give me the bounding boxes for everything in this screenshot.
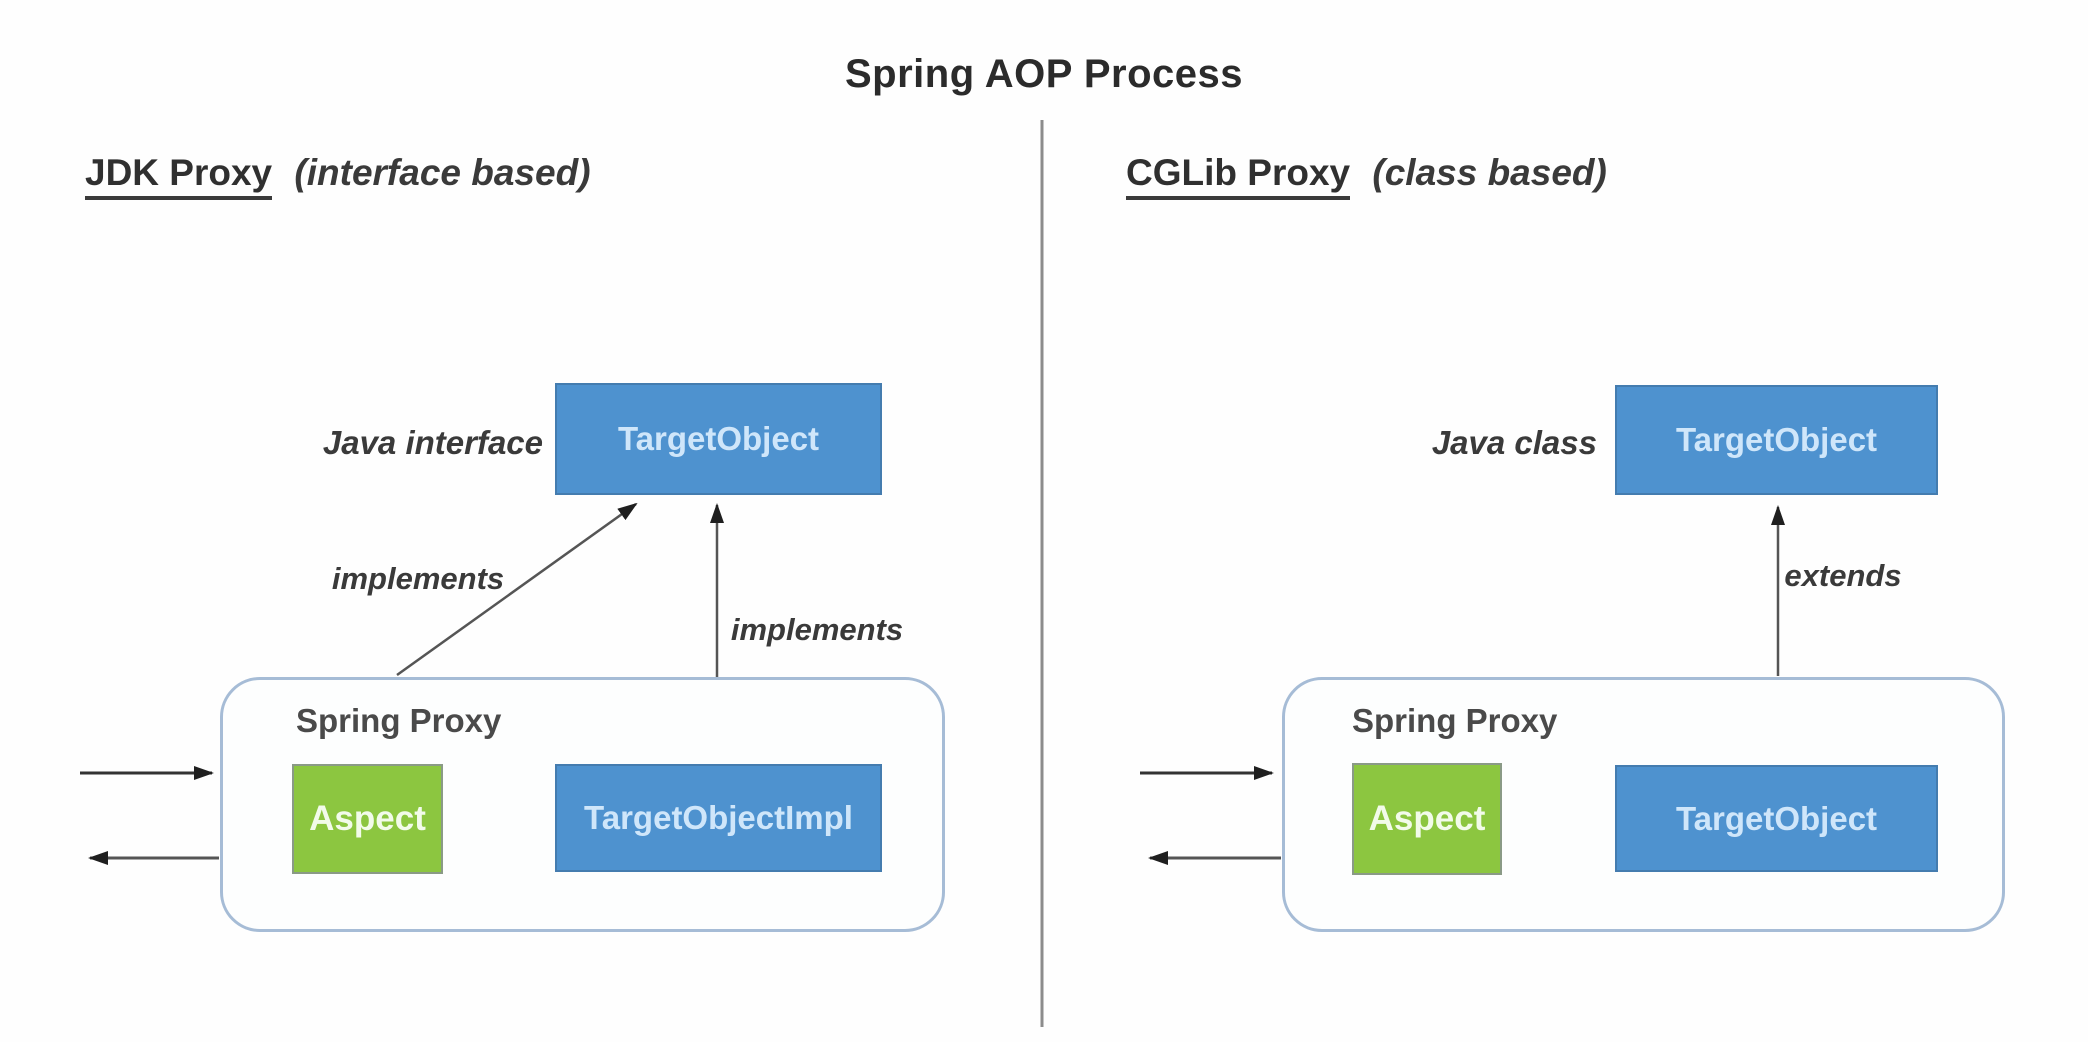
diagram-title: Spring AOP Process (844, 52, 1244, 96)
right-heading-qualifier: (class based) (1372, 152, 1607, 193)
left-target-object-impl-box-label: TargetObjectImpl (584, 799, 853, 836)
right-panel-heading: CGLib Proxy (class based) (1126, 152, 1607, 200)
right-aspect-box-label: Aspect (1368, 799, 1486, 838)
left-target-object-impl-box: TargetObjectImpl (555, 764, 882, 872)
left-heading-name: JDK Proxy (85, 152, 273, 200)
right-inner-target-object-box-label: TargetObject (1675, 799, 1878, 837)
right-extends-label: extends (1784, 558, 1902, 593)
right-target-object-box: TargetObject (1615, 385, 1938, 495)
left-implements-vertical-label: implements (730, 612, 904, 647)
left-aspect-box: Aspect (292, 764, 443, 874)
right-aspect-box: Aspect (1352, 763, 1502, 875)
left-target-object-box: TargetObject (555, 383, 882, 495)
right-inner-target-object-box: TargetObject (1615, 765, 1938, 872)
java-interface-label: Java interface (322, 424, 543, 461)
left-target-object-box-label: TargetObject (617, 420, 820, 457)
java-class-label: Java class (1431, 424, 1597, 461)
left-aspect-box-label: Aspect (309, 799, 426, 838)
left-heading-qualifier: (interface based) (294, 152, 591, 193)
left-implements-diagonal-label: implements (331, 561, 505, 596)
left-implements-diagonal-arrow (396, 502, 638, 677)
right-heading-name: CGLib Proxy (1126, 152, 1351, 200)
right-target-object-box-label: TargetObject (1675, 421, 1878, 458)
left-spring-proxy-label: Spring Proxy (296, 702, 502, 739)
right-spring-proxy-label: Spring Proxy (1352, 702, 1558, 739)
left-panel-heading: JDK Proxy (interface based) (85, 152, 591, 200)
